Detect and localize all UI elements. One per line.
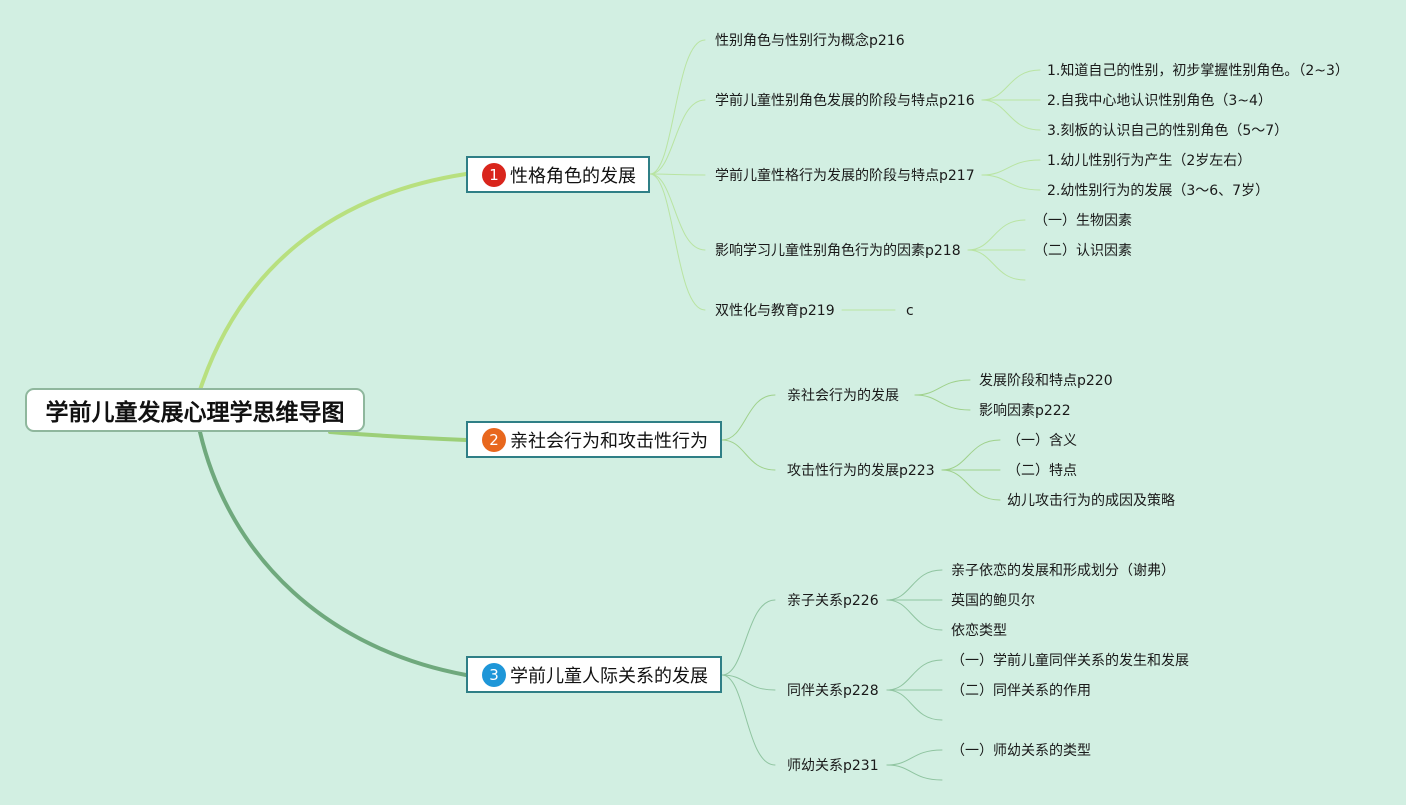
branch2-link-2 <box>721 439 776 471</box>
topic-3-3[interactable]: 师幼关系p231 <box>787 758 879 774</box>
topic21-link-1 <box>914 379 971 396</box>
branch1-link-3 <box>649 173 706 176</box>
branch3-link-2 <box>721 674 776 691</box>
topic-1-4[interactable]: 影响学习儿童性别角色行为的因素p218 <box>715 243 961 259</box>
branch-node-2[interactable]: 2 亲社会行为和攻击性行为 <box>466 421 722 458</box>
branch3-link-1 <box>721 599 776 676</box>
topic13-link-1 <box>981 159 1041 176</box>
trunk-line-3 <box>198 430 468 677</box>
leaf-1-3-1[interactable]: 1.幼儿性别行为产生（2岁左右） <box>1047 153 1252 169</box>
branch1-link-2 <box>649 99 706 175</box>
topic-1-1[interactable]: 性别角色与性别行为概念p216 <box>715 33 905 49</box>
topic13-link-2 <box>981 174 1041 191</box>
topic33-link-2 <box>886 764 943 781</box>
branch-node-3[interactable]: 3 学前儿童人际关系的发展 <box>466 656 722 693</box>
number-badge-3: 3 <box>482 662 506 687</box>
topic-3-1[interactable]: 亲子关系p226 <box>787 593 879 609</box>
topic33-link-1 <box>886 749 943 766</box>
trunk-line-2 <box>328 430 468 442</box>
leaf-3-3-1[interactable]: （一）师幼关系的类型 <box>951 743 1091 759</box>
root-node[interactable]: 学前儿童发展心理学思维导图 <box>25 388 365 432</box>
topic32-link-1 <box>886 659 943 691</box>
leaf-2-2-1[interactable]: （一）含义 <box>1007 433 1077 449</box>
topic22-link-1 <box>941 439 1001 471</box>
branch-node-1[interactable]: 1 性格角色的发展 <box>466 156 650 193</box>
branch1-link-5 <box>649 173 706 311</box>
leaf-2-2-2[interactable]: （二）特点 <box>1007 463 1077 479</box>
topic-2-1[interactable]: 亲社会行为的发展 <box>787 388 899 404</box>
topic31-link-3 <box>886 599 943 631</box>
topic-1-2[interactable]: 学前儿童性别角色发展的阶段与特点p216 <box>715 93 975 109</box>
topic32-link-3 <box>886 689 943 721</box>
leaf-1-4-2[interactable]: （二）认识因素 <box>1034 243 1132 259</box>
leaf-3-2-1[interactable]: （一）学前儿童同伴关系的发生和发展 <box>951 653 1189 669</box>
leaf-3-1-3[interactable]: 依恋类型 <box>951 623 1007 639</box>
leaf-3-1-2[interactable]: 英国的鲍贝尔 <box>951 593 1035 609</box>
leaf-1-3-2[interactable]: 2.幼性别行为的发展（3〜6、7岁） <box>1047 183 1270 199</box>
leaf-2-1-1[interactable]: 发展阶段和特点p220 <box>979 373 1113 389</box>
topic14-link-1 <box>967 219 1026 251</box>
leaf-2-1-2[interactable]: 影响因素p222 <box>979 403 1071 419</box>
branch1-link-1 <box>649 39 706 175</box>
topic-1-3[interactable]: 学前儿童性格行为发展的阶段与特点p217 <box>715 168 975 184</box>
branch-label-3: 学前儿童人际关系的发展 <box>510 665 708 687</box>
branch-label-2: 亲社会行为和攻击性行为 <box>510 430 708 452</box>
branch2-link-1 <box>721 394 776 441</box>
topic-3-2[interactable]: 同伴关系p228 <box>787 683 879 699</box>
leaf-1-2-1[interactable]: 1.知道自己的性别，初步掌握性别角色。（2~3） <box>1047 63 1349 79</box>
leaf-1-2-3[interactable]: 3.刻板的认识自己的性别角色（5〜7） <box>1047 123 1289 139</box>
trunk-line-1 <box>198 172 468 392</box>
leaf-3-1-1[interactable]: 亲子依恋的发展和形成划分（谢弗） <box>951 563 1175 579</box>
topic-1-5[interactable]: 双性化与教育p219 <box>715 303 835 319</box>
topic14-link-3 <box>967 249 1026 281</box>
leaf-1-5-1[interactable]: c <box>906 303 914 319</box>
number-badge-2: 2 <box>482 427 506 452</box>
topic-2-2[interactable]: 攻击性行为的发展p223 <box>787 463 935 479</box>
leaf-1-4-1[interactable]: （一）生物因素 <box>1034 213 1132 229</box>
leaf-1-2-2[interactable]: 2.自我中心地认识性别角色（3~4） <box>1047 93 1272 109</box>
branch-label-1: 性格角色的发展 <box>510 165 636 187</box>
branch3-link-3 <box>721 674 776 766</box>
branch1-link-4 <box>649 173 706 251</box>
topic31-link-1 <box>886 569 943 601</box>
topic21-link-2 <box>914 394 971 411</box>
number-badge-1: 1 <box>482 162 506 187</box>
topic12-link-3 <box>981 99 1041 131</box>
leaf-3-2-2[interactable]: （二）同伴关系的作用 <box>951 683 1091 699</box>
topic22-link-3 <box>941 469 1001 501</box>
topic12-link-1 <box>981 69 1041 101</box>
leaf-2-2-3[interactable]: 幼儿攻击行为的成因及策略 <box>1007 493 1175 509</box>
